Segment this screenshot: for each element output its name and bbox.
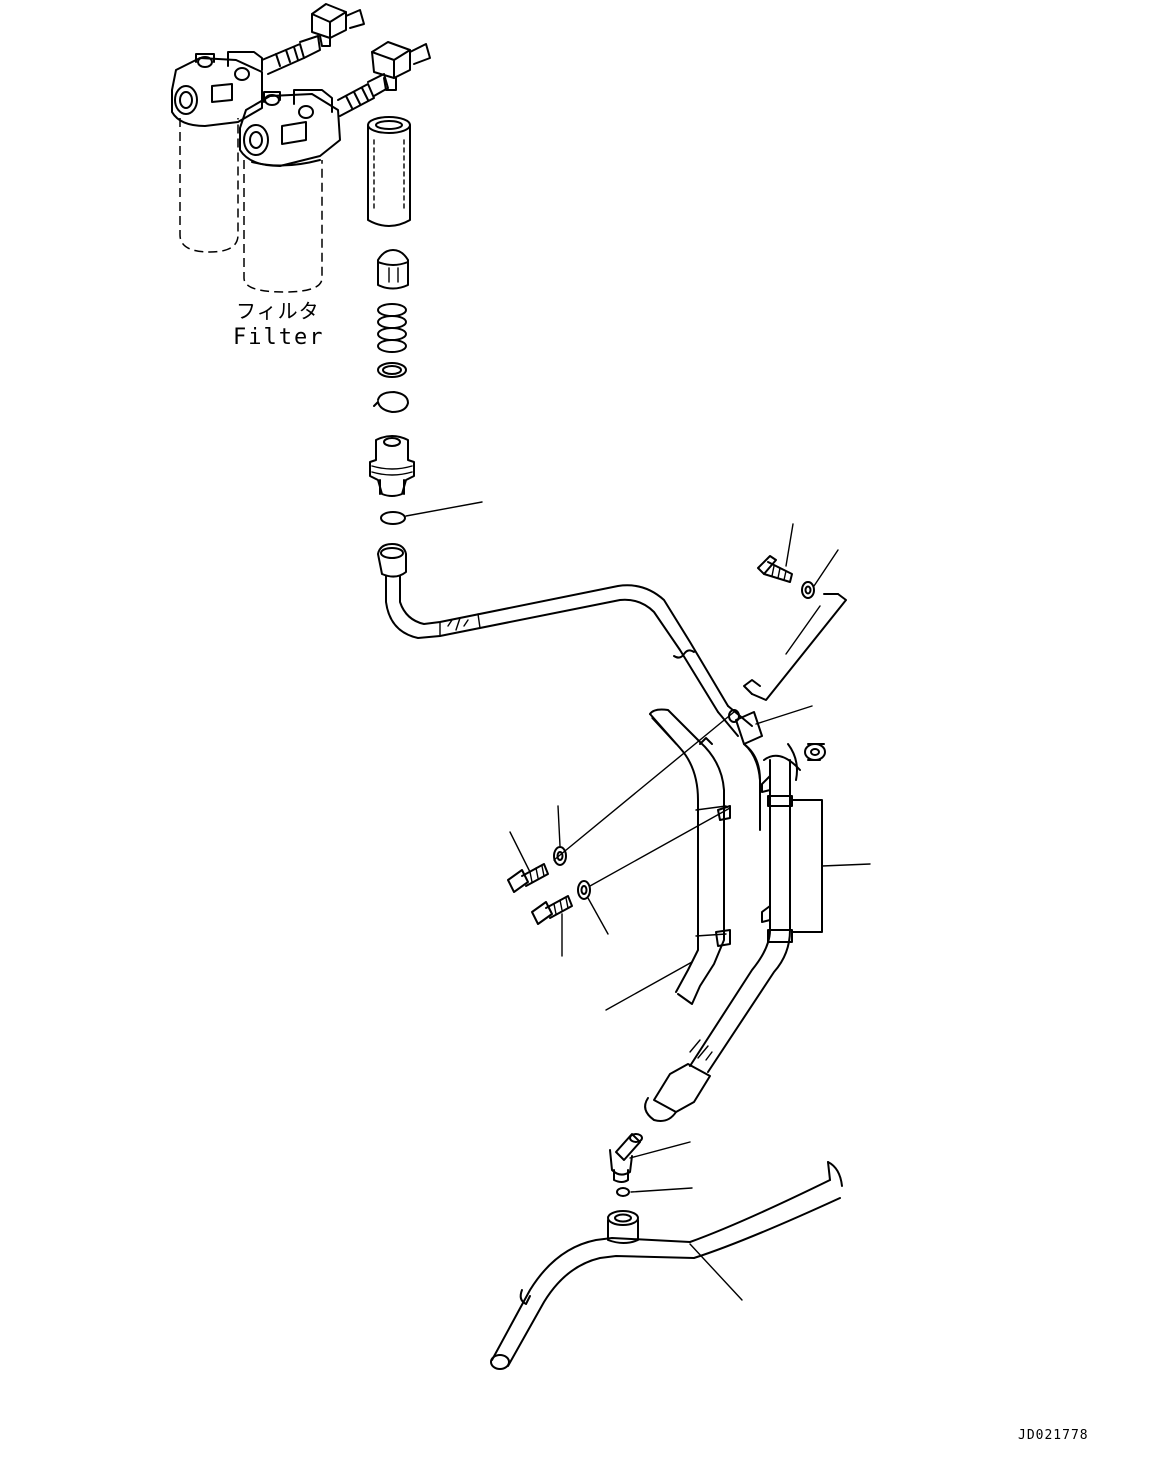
tube-end-washer (804, 743, 826, 761)
leader-o-ring-lower (630, 1187, 693, 1193)
bolt-left-1 (507, 831, 549, 893)
rear-filter-canister (179, 118, 239, 253)
leader-elbow (629, 1141, 691, 1159)
filter-element (367, 116, 411, 227)
elbow-fitting (609, 1133, 691, 1183)
tube-middle (644, 743, 801, 1122)
washer-left-2 (577, 807, 731, 935)
front-hose-fitting (337, 41, 431, 117)
tube-side (605, 708, 731, 1011)
front-filter-head (239, 89, 341, 167)
o-ring-lower (616, 1187, 693, 1197)
filter-label-jp: フィルタ (236, 299, 320, 323)
rear-hose-fitting (261, 3, 365, 75)
spring-seat (377, 249, 409, 290)
leader-bolt-left-1 (509, 831, 531, 873)
bolt-top (757, 523, 794, 583)
washer-left-1 (553, 805, 567, 866)
front-filter-canister (243, 160, 323, 293)
leader-washer-top (813, 549, 839, 587)
leader-bolt-top (785, 523, 794, 567)
rear-filter-head (171, 51, 263, 127)
spring (377, 303, 407, 353)
snap-ring (373, 391, 409, 413)
leader-washer-left-1 (557, 805, 561, 847)
bolt-left-2 (531, 895, 573, 957)
tube-lower (490, 1161, 843, 1370)
filter-assembly (171, 3, 431, 293)
filter-label: フィルタ Filter (233, 299, 324, 350)
washer-top (801, 549, 839, 599)
leader-tube-middle (821, 863, 871, 867)
drawing-code: JD021778 (1018, 1428, 1089, 1443)
washer (377, 362, 407, 378)
check-valve (369, 435, 415, 497)
brace-indicator (791, 799, 871, 933)
tube-upper (377, 543, 753, 737)
leader-tube-side (605, 961, 693, 1011)
leader-o-ring (405, 501, 483, 517)
bracket (743, 593, 847, 701)
leader-clamp (755, 705, 813, 725)
leader-washer-left-2 (587, 897, 609, 935)
filter-label-en: Filter (233, 325, 324, 350)
o-ring (380, 501, 483, 525)
leader-tube-lower (689, 1243, 743, 1301)
clamp (553, 705, 813, 861)
